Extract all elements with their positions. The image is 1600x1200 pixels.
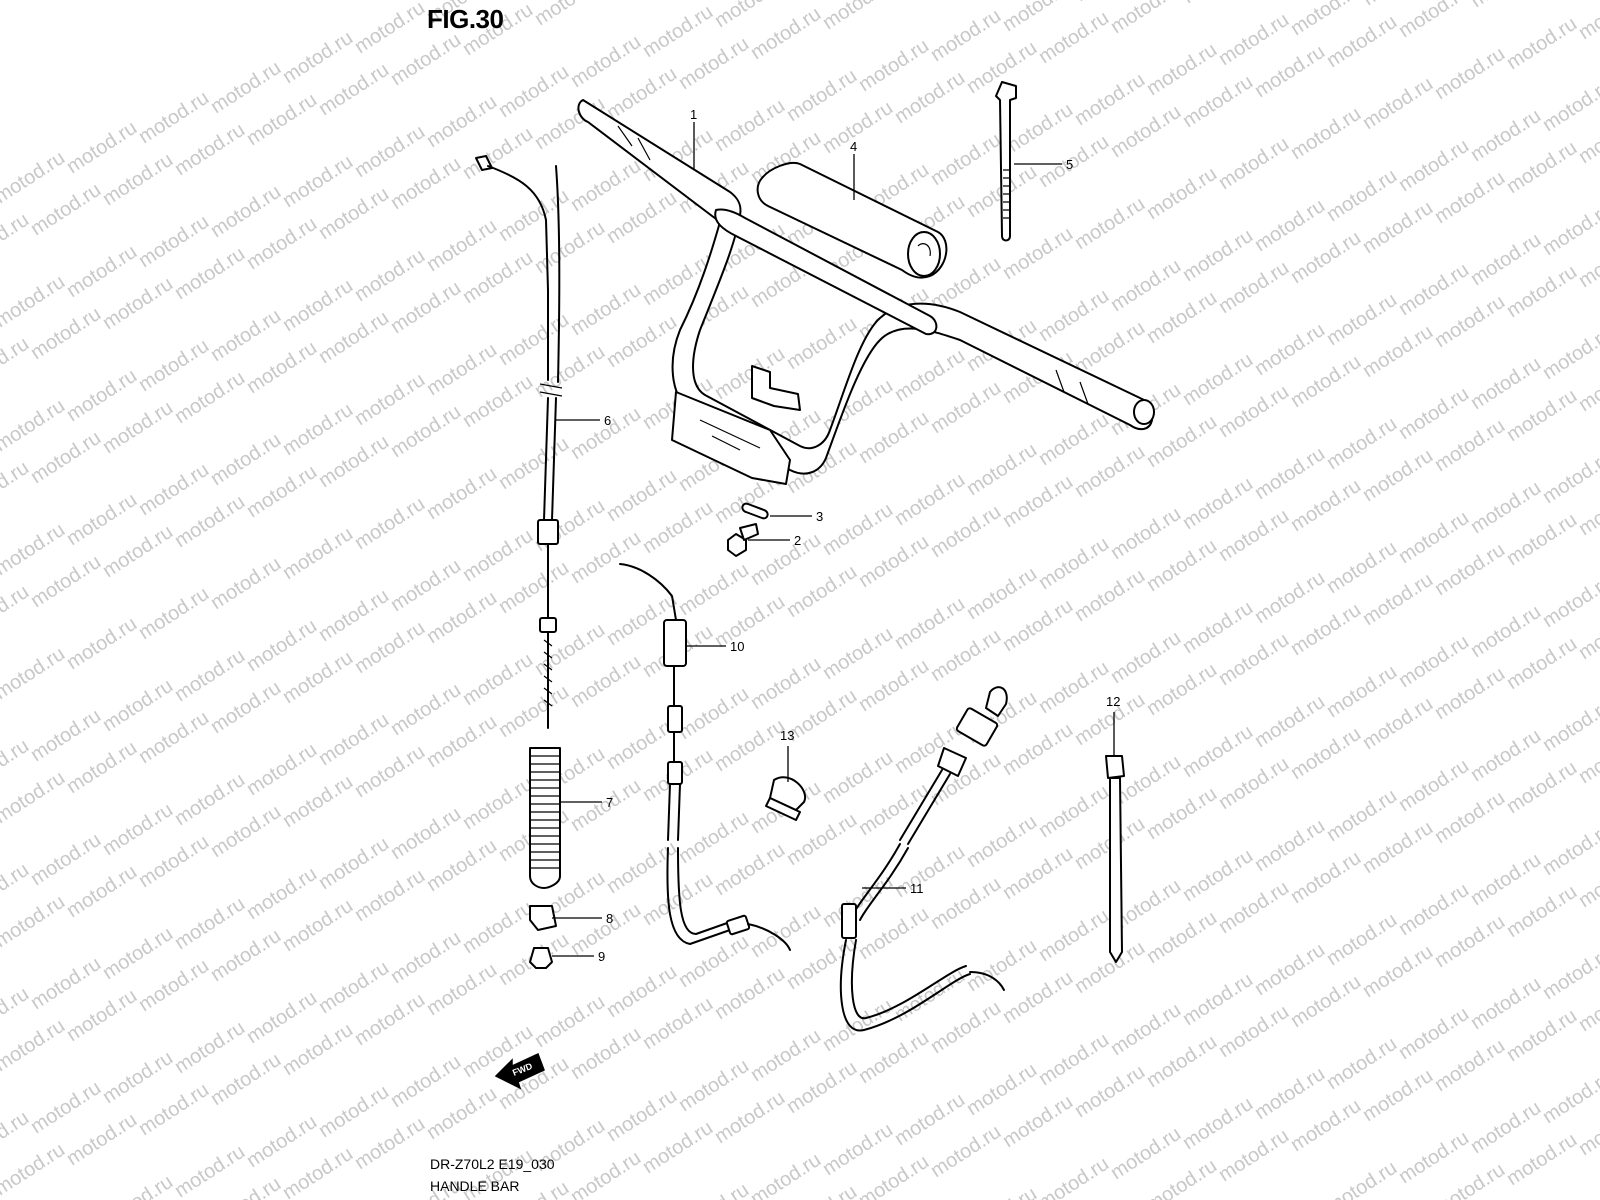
callout-number: 13: [780, 728, 794, 743]
callout-number: 11: [910, 881, 924, 896]
callout-number: 7: [606, 795, 613, 810]
callout-7: 7: [560, 795, 613, 810]
callout-number: 4: [850, 139, 857, 154]
handlebar-part[interactable]: [577, 99, 1155, 485]
callout-10: 10: [686, 639, 744, 654]
model-code-label: DR-Z70L2 E19_030: [430, 1156, 555, 1172]
clamp-band-upper-part[interactable]: [995, 81, 1017, 242]
callout-4: 4: [850, 139, 857, 200]
callout-6: 6: [556, 413, 611, 428]
callout-3: 3: [770, 509, 823, 524]
callout-number: 9: [598, 949, 605, 964]
cable-clamp-part[interactable]: [765, 776, 807, 821]
callout-number: 2: [794, 533, 801, 548]
callout-number: 12: [1106, 694, 1120, 709]
callout-number: 6: [604, 413, 611, 428]
callout-11: 11: [862, 881, 924, 896]
cable-boot-part[interactable]: [529, 747, 561, 889]
clamp-band-lower-part[interactable]: [1105, 755, 1125, 963]
cable-cap-part[interactable]: [529, 905, 557, 931]
choke-cable-part[interactable]: [839, 686, 1008, 1032]
callout-number: 3: [816, 509, 823, 524]
callout-number: 10: [730, 639, 744, 654]
handlebar-pad-part[interactable]: [756, 162, 948, 279]
forward-direction-marker: FWD: [494, 1052, 545, 1090]
washer-part[interactable]: [741, 502, 769, 520]
figure-name-label: HANDLE BAR: [430, 1178, 520, 1194]
bolt-part[interactable]: [727, 523, 759, 557]
cable-nut-part[interactable]: [529, 947, 553, 969]
brake-cable-part[interactable]: [619, 563, 791, 951]
callout-5: 5: [1014, 157, 1073, 172]
callout-9: 9: [552, 949, 605, 964]
callout-number: 8: [606, 911, 613, 926]
callout-12: 12: [1106, 694, 1120, 756]
callout-number: 5: [1066, 157, 1073, 172]
throttle-cable-part[interactable]: [475, 155, 563, 729]
callout-2: 2: [748, 533, 801, 548]
figure-title: FIG.30: [427, 4, 504, 34]
callout-number: 1: [690, 107, 697, 122]
callout-13: 13: [780, 728, 794, 782]
callout-1: 1: [690, 107, 697, 170]
callout-8: 8: [552, 911, 613, 926]
